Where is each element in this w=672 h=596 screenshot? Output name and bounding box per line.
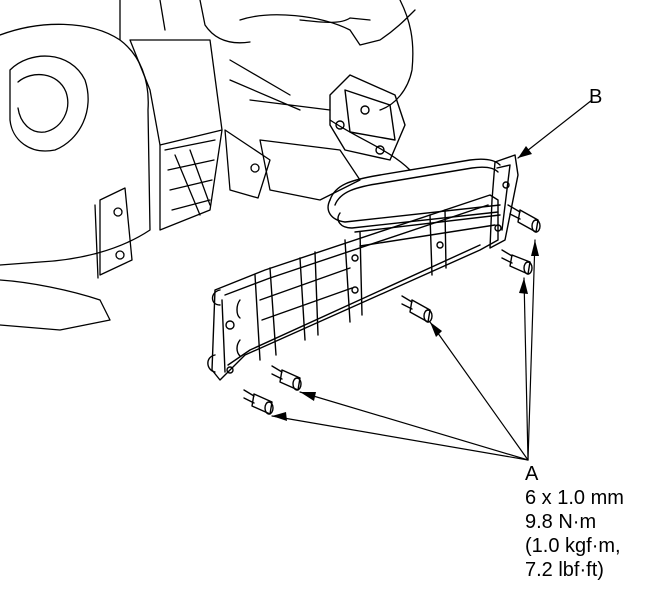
bolt-a-5 [243, 389, 274, 415]
bolt-a-2 [501, 249, 533, 275]
leader-lines-a [271, 239, 536, 461]
callout-a-label: A [525, 463, 539, 485]
callout-b-label: B [589, 86, 603, 108]
engine-block-outline [0, 0, 416, 331]
side-bracket-outline [99, 187, 133, 276]
spec-line-torque-lbfft: 7.2 lbf·ft) [525, 559, 604, 581]
spec-line-torque-nm: 9.8 N·m [525, 511, 597, 533]
leader-line-b [517, 99, 593, 159]
cooler-bracket-frame [207, 194, 499, 381]
arrowheads-a [272, 240, 539, 421]
spec-line-torque-kgfm: (1.0 kgf·m, [525, 535, 621, 557]
bolt-a-3 [401, 295, 433, 323]
engine-mount [329, 74, 406, 161]
callout-a-spec: A 6 x 1.0 mm 9.8 N·m (1.0 kgf·m, 7.2 lbf… [525, 462, 624, 582]
bolt-a-1 [507, 204, 541, 233]
cooler-pipes [327, 158, 501, 247]
spec-line-bolt-size: 6 x 1.0 mm [525, 487, 624, 509]
bolt-a-4 [271, 365, 302, 391]
